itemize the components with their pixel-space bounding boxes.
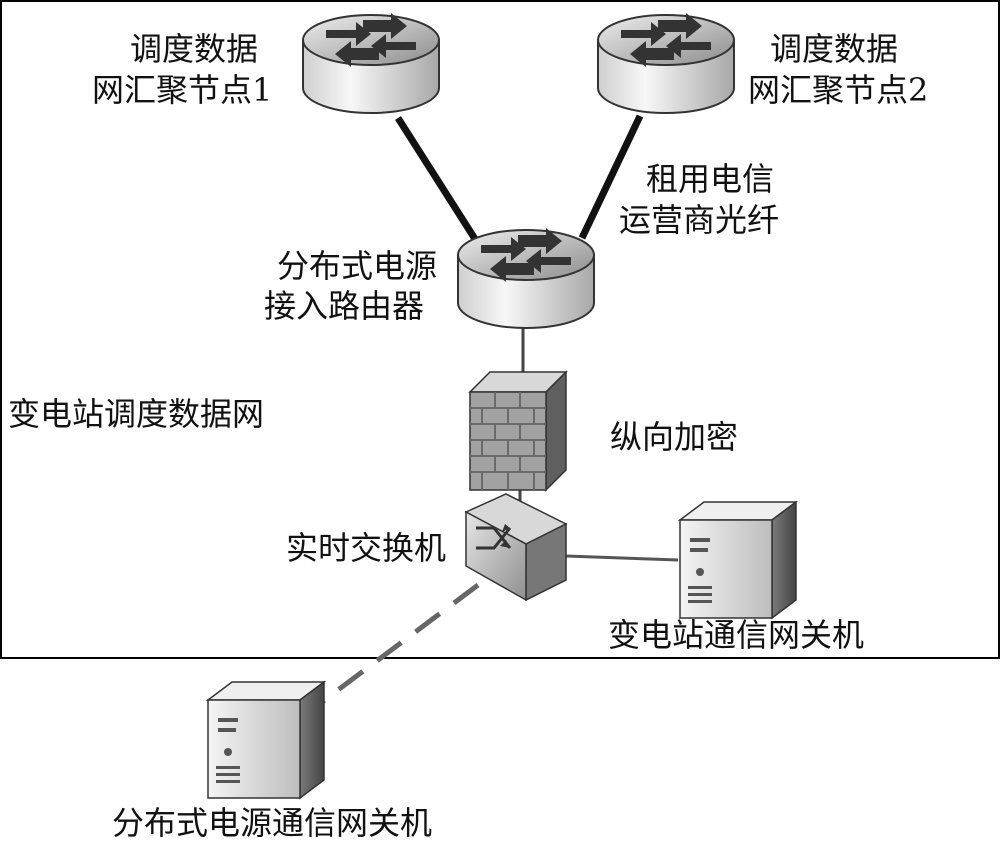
aggregation-node-2-label-line-1: 调度数据 (770, 30, 898, 68)
substation-gateway-label: 变电站通信网关机 (608, 616, 864, 654)
vertical-encryption-label: 纵向加密 (610, 418, 738, 456)
access-router-label-line-2: 接入路由器 (264, 287, 424, 325)
firewall-icon (468, 370, 568, 492)
leased-fiber-label-line-2: 运营商光纤 (619, 201, 779, 239)
router-icon (302, 12, 440, 114)
substation-network-label: 变电站调度数据网 (8, 395, 264, 433)
dashed-link (316, 583, 480, 707)
aggregation-node-2-label-line-2: 网汇聚节点2 (748, 71, 928, 109)
fiber-link-1 (395, 116, 478, 241)
aggregation-node-1-label-line-2: 网汇聚节点1 (92, 71, 272, 109)
router-icon (457, 227, 595, 329)
leased-fiber-label-line-1: 租用电信 (646, 160, 774, 198)
distributed-power-gateway-label: 分布式电源通信网关机 (112, 804, 432, 842)
aggregation-node-1-label-line-1: 调度数据 (130, 30, 258, 68)
router-icon (597, 12, 735, 114)
access-router-label-line-1: 分布式电源 (277, 247, 437, 285)
switch-server-link (565, 554, 679, 562)
substation-network-boundary (0, 0, 1000, 659)
fiber-link-2 (578, 114, 644, 240)
switch-icon (464, 493, 568, 602)
server-icon (679, 501, 797, 619)
server-icon (207, 681, 325, 799)
realtime-switch-label: 实时交换机 (286, 529, 446, 567)
